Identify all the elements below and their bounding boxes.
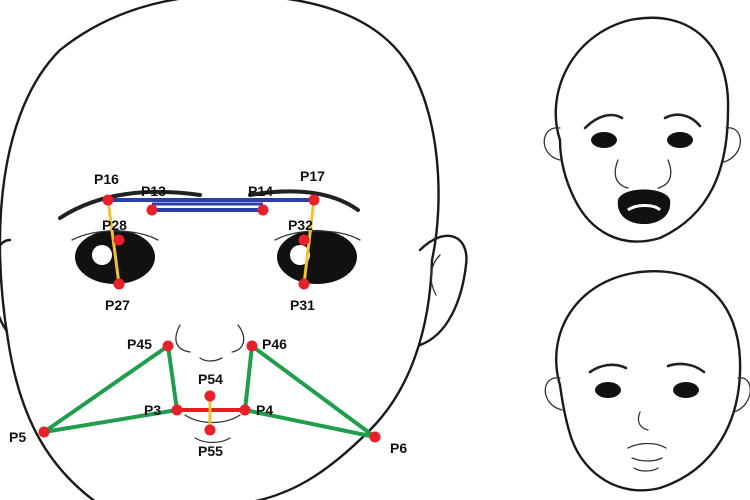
landmark-label-p17: P17 <box>300 168 325 184</box>
crying-face-cheek-left <box>614 159 629 189</box>
right-eye <box>277 230 357 284</box>
landmark-point-p45 <box>162 340 174 352</box>
landmark-point-p27 <box>113 278 125 290</box>
edge-p6-p4 <box>243 408 377 439</box>
landmark-point-p3 <box>171 404 183 416</box>
pout-face-chin <box>631 457 663 462</box>
edge-p5-p3 <box>42 408 179 434</box>
edge-p46-p4 <box>243 344 254 412</box>
crying-face-left-ear <box>543 127 561 161</box>
landmark-point-p13 <box>146 204 158 216</box>
landmark-label-p31: P31 <box>290 297 315 313</box>
landmark-label-p13: P13 <box>141 183 166 199</box>
landmark-point-p32 <box>298 234 310 246</box>
pout-face-chin-dimple <box>633 467 659 472</box>
landmark-point-p4 <box>239 404 251 416</box>
landmark-point-p16 <box>102 194 114 206</box>
pout-face-right-eye <box>673 382 699 398</box>
large-face-outline <box>0 0 440 500</box>
landmark-point-p5 <box>38 426 50 438</box>
large-face-illustration <box>0 0 468 500</box>
landmark-label-p14: P14 <box>248 183 273 199</box>
crying-face-left-eye <box>591 132 617 148</box>
edge-p16-p27 <box>106 198 121 286</box>
edge-p45-p3 <box>166 344 179 412</box>
landmark-label-p45: P45 <box>127 336 152 352</box>
landmark-point-p6 <box>369 431 381 443</box>
landmark-label-p46: P46 <box>262 336 287 352</box>
pout-face-left-eye <box>595 382 621 398</box>
landmark-points <box>38 194 381 443</box>
landmark-label-p4: P4 <box>256 402 273 418</box>
landmark-label-p5: P5 <box>9 429 26 445</box>
landmark-label-p16: P16 <box>94 171 119 187</box>
crying-face-left-brow <box>583 113 624 130</box>
right-ear-inner <box>430 254 441 296</box>
crying-face-right-ear <box>723 127 741 163</box>
crying-face-right-eye <box>667 132 693 148</box>
left-eyelid <box>71 230 159 241</box>
landmark-label-p28: P28 <box>102 217 127 233</box>
landmark-point-p17 <box>308 194 320 206</box>
landmark-point-p54 <box>204 390 216 402</box>
mouth <box>184 414 241 424</box>
right-eyelid <box>274 230 361 241</box>
landmark-point-p55 <box>204 424 216 436</box>
crying-face-right-brow <box>663 113 702 128</box>
landmark-label-p3: P3 <box>144 402 161 418</box>
nose-left <box>175 324 191 353</box>
landmark-label-p6: P6 <box>390 440 407 456</box>
right-eye-highlight <box>290 245 310 265</box>
landmark-label-p32: P32 <box>288 217 313 233</box>
pout-face-outline <box>555 270 742 492</box>
pout-face-illustration <box>544 270 750 492</box>
chin-line <box>194 437 231 444</box>
landmark-point-p28 <box>113 234 125 246</box>
landmark-point-p46 <box>246 340 258 352</box>
left-eyebrow <box>58 189 202 220</box>
pout-face-left-brow <box>588 363 628 374</box>
pout-face-left-ear <box>544 377 563 411</box>
pout-face-right-ear <box>733 377 750 413</box>
left-eye-highlight <box>92 245 112 265</box>
crying-face-tongue <box>627 204 662 212</box>
nose-right <box>231 324 245 353</box>
nose-bottom <box>199 357 223 362</box>
landmark-label-p55: P55 <box>198 443 223 459</box>
crying-face-cheek-right <box>657 159 672 189</box>
landmark-label-p27: P27 <box>105 297 130 313</box>
right-eyebrow <box>248 189 360 212</box>
left-ear <box>0 238 12 332</box>
edge-p5-p45 <box>42 344 170 434</box>
landmark-point-p31 <box>298 278 310 290</box>
pout-face-right-brow <box>666 362 706 374</box>
crying-face-outline <box>554 16 730 243</box>
pout-face-nose <box>637 411 649 431</box>
edge-p6-p46 <box>250 344 377 439</box>
crying-face-illustration <box>543 16 741 243</box>
right-ear <box>418 234 468 347</box>
landmark-label-p54: P54 <box>198 371 223 387</box>
pout-face-mouth <box>627 442 667 449</box>
landmark-point-p14 <box>257 204 269 216</box>
